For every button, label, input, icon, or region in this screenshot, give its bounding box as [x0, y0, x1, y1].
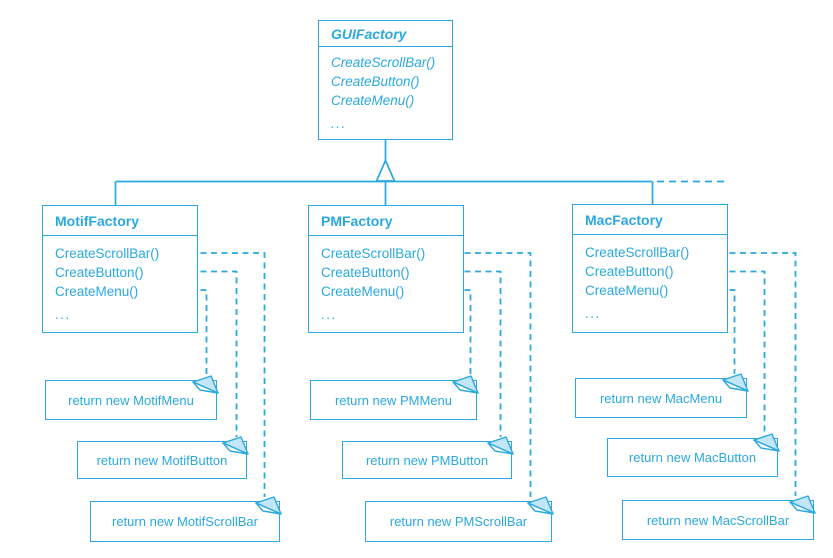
- class-methods: CreateScrollBar() CreateButton() CreateM…: [43, 236, 197, 325]
- class-methods: CreateScrollBar() CreateButton() CreateM…: [319, 47, 452, 134]
- note-macmenu: return new MacMenu: [575, 373, 749, 418]
- class-title: MacFactory: [573, 205, 727, 235]
- ellipsis-label: ...: [331, 116, 347, 132]
- note-motifbutton: return new MotifButton: [77, 436, 249, 479]
- note-macbutton: return new MacButton: [607, 433, 780, 477]
- note-fold-icon: [192, 375, 219, 396]
- inheritance-triangle-icon: [375, 158, 396, 182]
- class-box-pmfactory: PMFactory CreateScrollBar() CreateButton…: [308, 205, 464, 333]
- class-methods: CreateScrollBar() CreateButton() CreateM…: [309, 236, 463, 325]
- inheritance-connector: [114, 139, 726, 206]
- method-label: CreateMenu(): [585, 282, 669, 298]
- ellipsis-label: ...: [321, 307, 337, 323]
- connector-motif-scrollbar-line: [190, 252, 266, 497]
- class-box-guifactory: GUIFactory CreateScrollBar() CreateButto…: [318, 20, 453, 140]
- method-label: CreateButton(): [585, 263, 674, 279]
- ellipsis-label: ...: [55, 307, 71, 323]
- method-label: CreateButton(): [331, 73, 420, 89]
- method-label: CreateScrollBar(): [321, 246, 426, 261]
- note-text: return new MacScrollBar: [646, 512, 790, 528]
- method-label: CreateScrollBar(): [331, 55, 436, 70]
- method-label: CreateMenu(): [321, 283, 405, 299]
- note-text: return new MotifMenu: [68, 392, 194, 408]
- method-label: CreateScrollBar(): [55, 246, 160, 261]
- note-text: return new PMButton: [365, 452, 489, 468]
- connector-pm-scrollbar-line: [454, 252, 532, 497]
- method-label: CreateButton(): [321, 264, 410, 280]
- connector-motif-button-line: [190, 270, 238, 437]
- class-title: MotifFactory: [43, 206, 197, 236]
- note-motifmenu: return new MotifMenu: [45, 375, 219, 420]
- note-fold-icon: [452, 375, 479, 396]
- note-pmscrollbar: return new PMScrollBar: [365, 496, 554, 542]
- note-text: return new MacButton: [628, 450, 757, 465]
- connector-mac-button-line: [719, 270, 766, 434]
- class-box-motiffactory: MotifFactory CreateScrollBar() CreateBut…: [42, 205, 198, 333]
- note-text: return new MotifScrollBar: [112, 514, 258, 529]
- class-methods: CreateScrollBar() CreateButton() CreateM…: [573, 235, 727, 324]
- connector-pm-button-line: [454, 270, 502, 437]
- note-macscrollbar: return new MacScrollBar: [622, 495, 816, 540]
- class-title: GUIFactory: [319, 21, 452, 47]
- ellipsis-label: ...: [585, 306, 601, 322]
- note-fold-icon: [255, 496, 282, 517]
- note-motifscrollbar: return new MotifScrollBar: [90, 496, 282, 542]
- method-label: CreateMenu(): [331, 92, 415, 108]
- note-fold-icon: [487, 436, 514, 457]
- note-fold-icon: [722, 373, 749, 394]
- note-fold-icon: [527, 496, 554, 517]
- method-label: CreateScrollBar(): [585, 245, 690, 260]
- method-label: CreateMenu(): [55, 283, 139, 299]
- note-text: return new MotifButton: [96, 452, 228, 468]
- note-fold-icon: [753, 433, 780, 454]
- note-text: return new MacMenu: [599, 390, 723, 406]
- class-box-macfactory: MacFactory CreateScrollBar() CreateButto…: [572, 204, 728, 333]
- note-fold-icon: [789, 495, 816, 516]
- method-label: CreateButton(): [55, 264, 144, 280]
- note-pmmenu: return new PMMenu: [310, 375, 479, 420]
- note-text: return new PMScrollBar: [389, 514, 528, 529]
- note-fold-icon: [222, 436, 249, 457]
- note-pmbutton: return new PMButton: [342, 436, 514, 479]
- note-text: return new PMMenu: [334, 392, 453, 408]
- class-title: PMFactory: [309, 206, 463, 236]
- connector-mac-scrollbar-line: [719, 252, 797, 496]
